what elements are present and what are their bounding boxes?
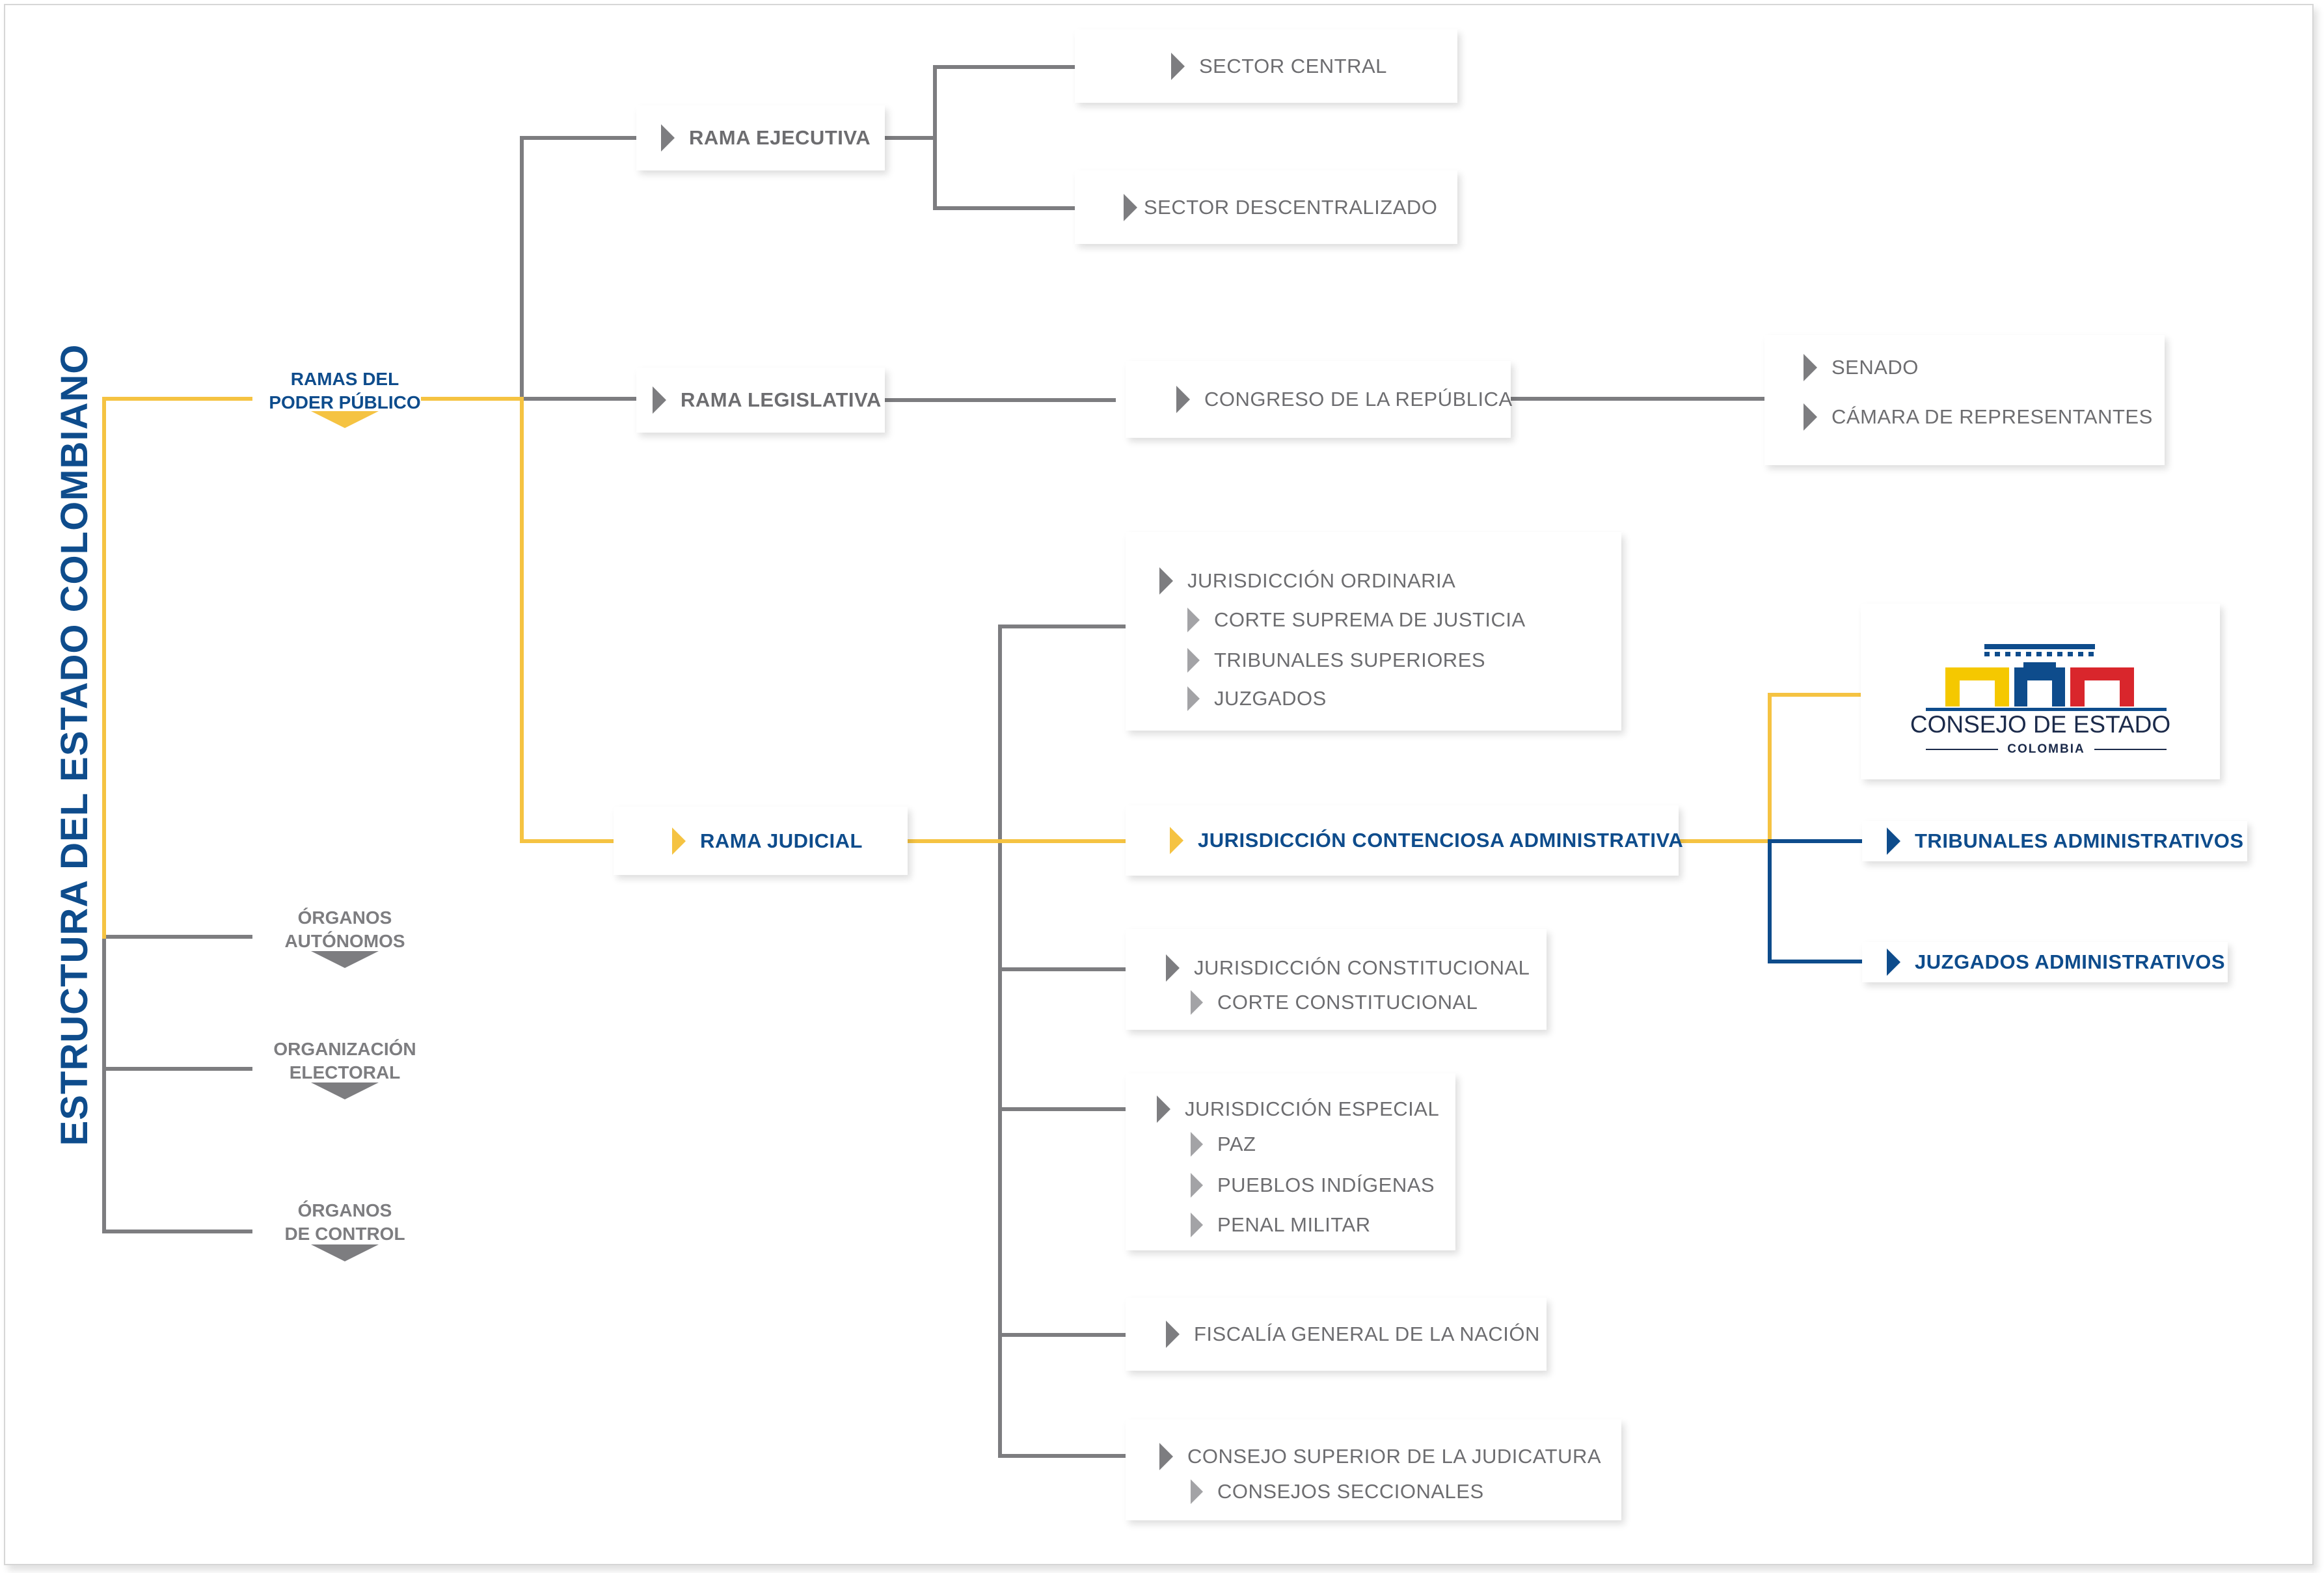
ordinaria-item: JUZGADOS xyxy=(1214,687,1327,710)
logo-name: CONSEJO DE ESTADO xyxy=(1910,711,2171,738)
consejo-superior-item: CONSEJOS SECCIONALES xyxy=(1217,1480,1484,1503)
arrow-icon xyxy=(672,827,686,855)
arrow-icon xyxy=(1166,954,1180,982)
organos-control-line2: DE CONTROL xyxy=(284,1224,405,1244)
logo-red-arch xyxy=(2070,667,2134,706)
juzgados-label: JUZGADOS ADMINISTRATIVOS xyxy=(1915,950,2226,973)
arrow-icon xyxy=(1804,403,1817,431)
logo-yellow-arch xyxy=(1945,667,2009,706)
organos-autonomos-label[interactable]: ÓRGANOS AUTÓNOMOS xyxy=(250,906,439,953)
link-ramas-to-branches xyxy=(421,397,614,843)
link-contenciosa-fork xyxy=(1677,693,1863,843)
consejo-superior-title: CONSEJO SUPERIOR DE LA JUDICATURA xyxy=(1187,1445,1602,1468)
organizacion-electoral-line1: ORGANIZACIÓN xyxy=(273,1039,416,1059)
ramas-poder-publico-label[interactable]: RAMAS DEL PODER PÚBLICO xyxy=(250,368,439,414)
especial-title: JURISDICCIÓN ESPECIAL xyxy=(1185,1097,1440,1120)
sector-central-label: SECTOR CENTRAL xyxy=(1199,54,1387,77)
especial-item: PAZ xyxy=(1217,1133,1256,1155)
rama-judicial-box[interactable]: RAMA JUDICIAL xyxy=(614,807,908,875)
arrow-icon xyxy=(1166,1321,1180,1348)
ordinaria-title: JURISDICCIÓN ORDINARIA xyxy=(1187,569,1456,592)
jurisdiccion-contenciosa-box[interactable]: JURISDICCIÓN CONTENCIOSA ADMINISTRATIVA xyxy=(1126,805,1683,876)
link-tribunales-juzgados xyxy=(1768,839,1863,963)
rama-judicial-label: RAMA JUDICIAL xyxy=(700,829,863,852)
constitucional-item: CORTE CONSTITUCIONAL xyxy=(1217,991,1478,1014)
tribunales-label: TRIBUNALES ADMINISTRATIVOS xyxy=(1915,829,2244,852)
ramas-down-arrow-icon xyxy=(311,411,379,428)
arrow-icon xyxy=(1157,1096,1170,1123)
arrow-icon xyxy=(1187,686,1200,711)
link-rama-ejecutiva xyxy=(520,136,636,401)
senado-label: SENADO xyxy=(1831,356,1919,379)
contenciosa-label: JURISDICCIÓN CONTENCIOSA ADMINISTRATIVA xyxy=(1198,829,1684,852)
rama-legislativa-box[interactable]: RAMA LEGISLATIVA xyxy=(636,368,885,433)
main-title: ESTRUCTURA DEL ESTADO COLOMBIANO xyxy=(53,343,96,1146)
organos-autonomos-down-arrow-icon xyxy=(311,951,379,968)
organizacion-electoral-line2: ELECTORAL xyxy=(289,1062,401,1082)
arrow-icon xyxy=(1191,1479,1203,1504)
congreso-box[interactable]: CONGRESO DE LA REPÚBLICA xyxy=(1126,361,1513,438)
especial-item: PENAL MILITAR xyxy=(1217,1213,1371,1236)
camara-label: CÁMARA DE REPRESENTANTES xyxy=(1831,405,2153,428)
rama-ejecutiva-box[interactable]: RAMA EJECUTIVA xyxy=(636,105,885,170)
organos-control-label[interactable]: ÓRGANOS DE CONTROL xyxy=(250,1199,439,1246)
arrow-icon xyxy=(1191,1173,1203,1198)
consejo-de-estado-logo xyxy=(1926,644,2167,711)
arrow-icon xyxy=(1887,827,1900,855)
sector-central-box[interactable]: SECTOR CENTRAL xyxy=(1075,29,1457,103)
fiscalia-box[interactable]: FISCALÍA GENERAL DE LA NACIÓN xyxy=(1126,1298,1547,1371)
organos-control-line1: ÓRGANOS xyxy=(297,1200,392,1220)
organizacion-electoral-down-arrow-icon xyxy=(311,1082,379,1099)
ordinaria-item: TRIBUNALES SUPERIORES xyxy=(1214,649,1486,671)
sector-descentralizado-box[interactable]: SECTOR DESCENTRALIZADO xyxy=(1075,170,1457,244)
arrow-icon xyxy=(661,124,675,152)
arrow-icon xyxy=(1176,386,1190,413)
arrow-icon xyxy=(1804,354,1817,381)
organos-autonomos-line1: ÓRGANOS xyxy=(297,908,392,928)
arrow-icon xyxy=(1887,948,1900,976)
congreso-label: CONGRESO DE LA REPÚBLICA xyxy=(1204,388,1513,410)
sector-descentralizado-label: SECTOR DESCENTRALIZADO xyxy=(1144,195,1438,219)
arrow-icon xyxy=(1159,567,1173,595)
organizacion-electoral-label[interactable]: ORGANIZACIÓN ELECTORAL xyxy=(250,1038,439,1084)
jurisdiccion-ordinaria-box[interactable]: JURISDICCIÓN ORDINARIA CORTE SUPREMA DE … xyxy=(1126,532,1621,731)
tribunales-administrativos-box[interactable]: TRIBUNALES ADMINISTRATIVOS xyxy=(1862,821,2247,861)
logo-sub: COLOMBIA xyxy=(2007,742,2085,756)
arrow-icon xyxy=(1187,608,1200,632)
especial-item: PUEBLOS INDÍGENAS xyxy=(1217,1174,1435,1196)
logo-blue-arch xyxy=(2014,667,2065,706)
constitucional-title: JURISDICCIÓN CONSTITUCIONAL xyxy=(1194,956,1530,979)
arrow-icon xyxy=(1191,990,1203,1015)
jurisdiccion-especial-box[interactable]: JURISDICCIÓN ESPECIAL PAZ PUEBLOS INDÍGE… xyxy=(1126,1073,1455,1250)
camaras-box[interactable]: SENADO CÁMARA DE REPRESENTANTES xyxy=(1764,335,2165,465)
consejo-superior-box[interactable]: CONSEJO SUPERIOR DE LA JUDICATURA CONSEJ… xyxy=(1126,1419,1621,1520)
arrow-icon xyxy=(1187,648,1200,673)
organos-control-down-arrow-icon xyxy=(311,1244,379,1261)
ramas-line2: PODER PÚBLICO xyxy=(269,392,421,412)
jurisdiccion-constitucional-box[interactable]: JURISDICCIÓN CONSTITUCIONAL CORTE CONSTI… xyxy=(1126,929,1547,1030)
organos-autonomos-line2: AUTÓNOMOS xyxy=(284,931,405,951)
arrow-icon xyxy=(1191,1132,1203,1157)
arrow-icon xyxy=(1171,52,1185,80)
arrow-icon xyxy=(1124,193,1137,221)
consejo-de-estado-logo-box[interactable]: CONSEJO DE ESTADO COLOMBIA xyxy=(1861,604,2220,779)
fiscalia-label: FISCALÍA GENERAL DE LA NACIÓN xyxy=(1194,1323,1540,1345)
juzgados-administrativos-box[interactable]: JUZGADOS ADMINISTRATIVOS xyxy=(1862,942,2228,982)
arrow-icon xyxy=(653,386,666,414)
ordinaria-item: CORTE SUPREMA DE JUSTICIA xyxy=(1214,608,1526,631)
arrow-icon xyxy=(1191,1213,1203,1237)
arrow-icon xyxy=(1159,1443,1173,1470)
ramas-line1: RAMAS DEL xyxy=(290,369,399,389)
ejecutiva-fork xyxy=(883,65,1075,210)
rama-legislativa-label: RAMA LEGISLATIVA xyxy=(681,388,882,411)
rama-ejecutiva-label: RAMA EJECUTIVA xyxy=(689,126,871,149)
arrow-icon xyxy=(1170,827,1183,854)
